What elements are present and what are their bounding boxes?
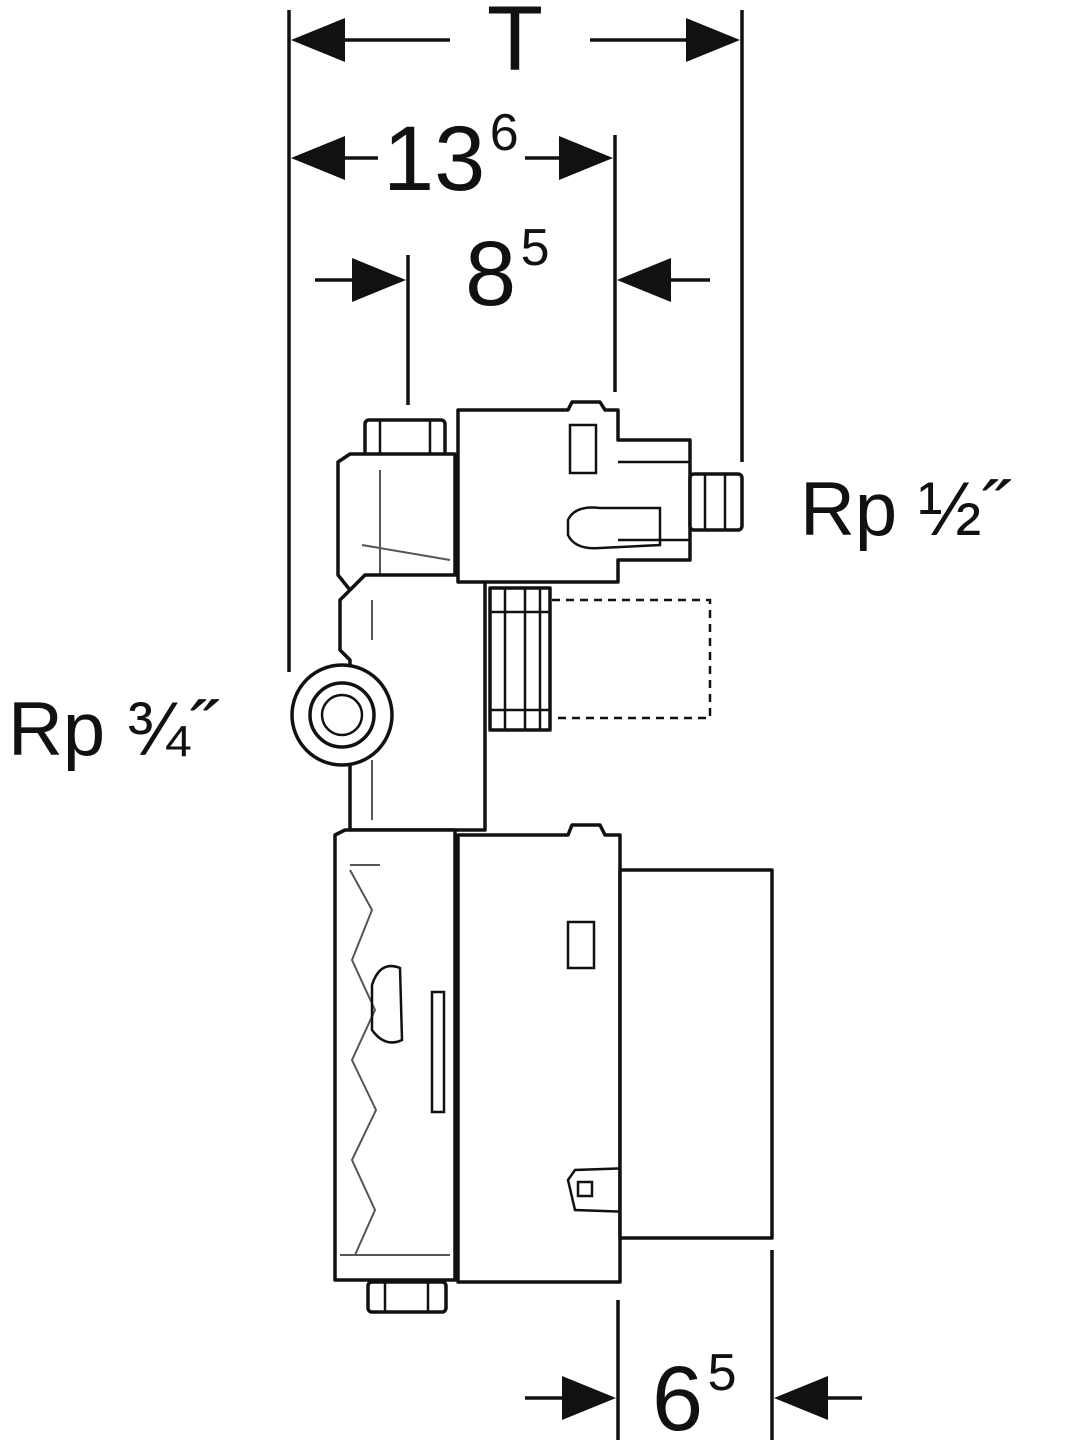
dimension-8-5: 8 5 (315, 219, 710, 325)
svg-text:13 6: 13 6 (383, 104, 519, 210)
dimension-13-6-sup: 6 (490, 104, 519, 162)
arrowhead (559, 136, 613, 180)
dimension-T: T (291, 0, 740, 90)
dimension-13-6-main: 13 (383, 108, 485, 210)
arrowhead (291, 136, 345, 180)
valve-body-lower (333, 823, 774, 1314)
dimension-6-5-main: 6 (652, 1348, 703, 1440)
dimension-13-6: 13 6 (291, 104, 613, 210)
inlet-connection-label: Rp ¾˝ (8, 687, 220, 772)
svg-text:8 5: 8 5 (465, 219, 550, 325)
extension-lines (287, 10, 774, 1440)
dimension-8-5-main: 8 (465, 223, 516, 325)
arrowhead (774, 1376, 828, 1420)
arrowhead (617, 258, 671, 302)
svg-text:T: T (487, 0, 543, 90)
arrowhead (562, 1376, 616, 1420)
arrowhead (291, 18, 345, 62)
dimension-6-5-sup: 5 (708, 1344, 737, 1402)
inlet-connector (290, 663, 394, 767)
dimension-6-5: 6 5 (525, 1344, 862, 1440)
valve-body-upper (336, 400, 744, 832)
arrowhead (352, 258, 406, 302)
dimension-T-value: T (487, 0, 543, 90)
outlet-connection-label: Rp ½˝ (800, 467, 1012, 552)
svg-text:6 5: 6 5 (652, 1344, 737, 1440)
arrowhead (686, 18, 740, 62)
dimension-8-5-sup: 5 (521, 219, 550, 277)
